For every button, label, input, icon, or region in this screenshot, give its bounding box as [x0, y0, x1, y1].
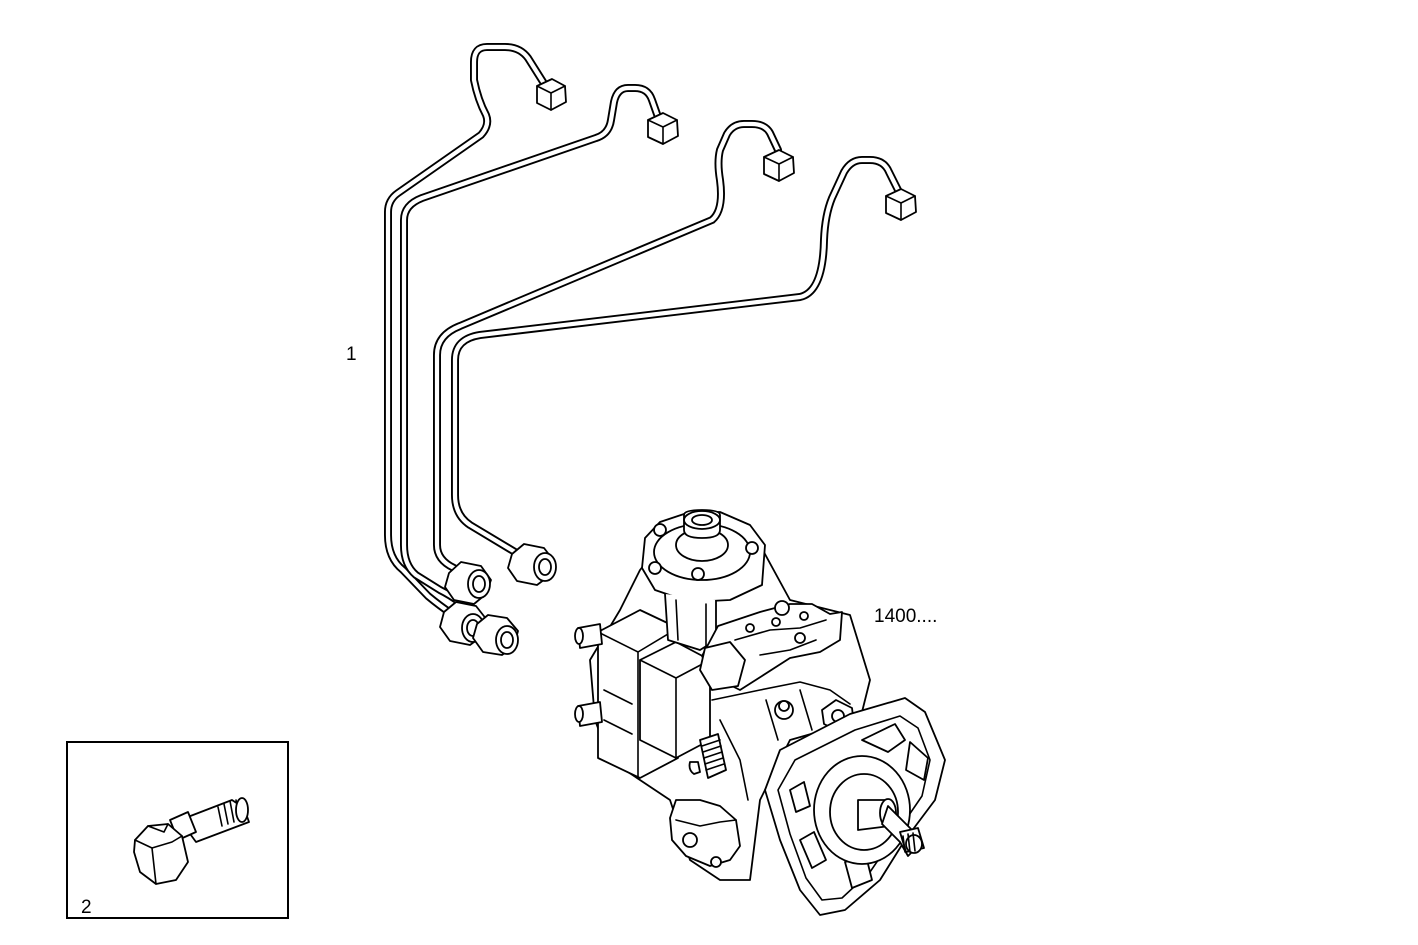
pipe-nut-injector-1: [536, 78, 567, 111]
injection-pipe-2: [400, 84, 662, 622]
detail-inset-frame: [66, 741, 289, 919]
pump-stop-solenoid: [669, 733, 741, 868]
flange-bolt[interactable]: [133, 797, 250, 885]
callout-injection-pump: 1400....: [874, 606, 938, 627]
pump-stud-upper: [574, 623, 603, 649]
pipe-nut-injector-3: [763, 149, 795, 182]
callout-flange-bolt: 2: [81, 897, 92, 918]
injection-pipe-set[interactable]: [384, 43, 917, 656]
pump-drive-flange: [764, 697, 946, 916]
injection-pump[interactable]: [574, 509, 946, 916]
pipe-nut-injector-2: [647, 112, 679, 145]
injection-pipe-1: [384, 43, 549, 618]
injection-pipe-3: [433, 120, 782, 572]
callout-injection-pipes: 1: [346, 344, 357, 365]
pipe-nut-injector-4: [885, 188, 917, 221]
pipe-nut-pump-4: [507, 543, 557, 586]
pump-stud-lower: [574, 701, 603, 727]
pump-side-cover: [597, 609, 711, 779]
pump-top-head: [641, 509, 766, 651]
injection-pipe-4: [451, 156, 902, 559]
pump-lever-bracket: [699, 600, 843, 691]
pipe-nut-pump-3: [444, 561, 492, 605]
pipe-nut-pump-2: [472, 614, 519, 656]
